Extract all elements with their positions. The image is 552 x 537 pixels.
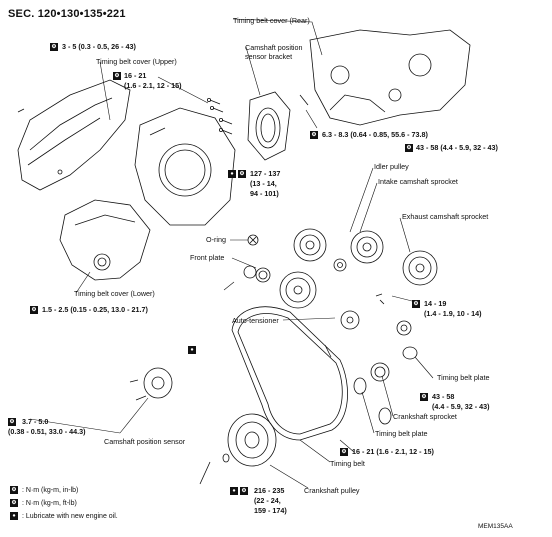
lubricate-icon: ● (188, 346, 196, 354)
label-torque-16-21-b: 16 - 21 (1.6 - 2.1, 12 - 15) (352, 447, 434, 456)
label-torque-3-7-5-0-2: (0.38 - 0.51, 33.0 - 44.3) (8, 427, 86, 436)
lubricate-icon: ● (230, 487, 238, 495)
legend-ftlb-text: : N·m (kg-m, ft-lb) (22, 500, 77, 507)
label-torque-6-3-8-3: 6.3 - 8.3 (0.64 - 0.85, 55.6 - 73.8) (322, 130, 428, 139)
label-torque-14-19-1: 14 - 19 (424, 299, 447, 308)
label-camshaft-sensor-bracket-2: sensor bracket (245, 52, 293, 61)
label-timing-belt-cover-upper: Timing belt cover (Upper) (96, 57, 177, 66)
label-torque-3-7-5-0-1: 3.7 - 5.0 (22, 417, 49, 426)
legend-row-ftlb: ⚙ : N·m (kg-m, ft-lb) (10, 499, 77, 508)
label-torque-1-5-2-5: 1.5 - 2.5 (0.15 - 0.25, 13.0 - 21.7) (42, 305, 148, 314)
torque-spec-icon: ⚙ (240, 487, 248, 495)
label-torque-16-21-a1: 16 - 21 (124, 71, 147, 80)
section-reference: SEC. 120•130•135•221 (8, 8, 126, 20)
legend-lubricate-text: : Lubricate with new engine oil. (22, 513, 118, 520)
label-torque-216-3: 159 - 174) (254, 506, 287, 515)
label-front-plate: Front plate (190, 253, 225, 262)
timing-belt-cover-upper-drawing (17, 79, 131, 191)
torque-spec-icon: ⚙ (238, 170, 246, 178)
torque-spec-icon: ⚙ (50, 43, 58, 51)
camshaft-position-sensor-drawing (129, 367, 173, 401)
label-torque-43-58-b2: (4.4 - 5.9, 32 - 43) (432, 402, 490, 411)
leader-lines (29, 18, 434, 489)
label-crankshaft-pulley: Crankshaft pulley (304, 486, 360, 495)
label-timing-belt: Timing belt (330, 459, 365, 468)
torque-spec-icon: ⚙ (8, 418, 16, 426)
label-torque-3-5: 3 - 5 (0.3 - 0.5, 26 - 43) (62, 42, 136, 51)
torque-ftlb-icon: ⚙ (10, 499, 18, 508)
label-torque-43-58-b1: 43 - 58 (432, 392, 455, 401)
label-camshaft-position-sensor: Camshaft position sensor (104, 437, 186, 446)
torque-spec-icon: ⚙ (310, 131, 318, 139)
lubricate-icon: ● (10, 512, 18, 521)
torque-spec-icon: ⚙ (420, 393, 428, 401)
legend-inlb-text: : N·m (kg-m, in-lb) (22, 487, 79, 494)
label-torque-43-58-a: 43 - 58 (4.4 - 5.9, 32 - 43) (416, 143, 498, 152)
label-idler-pulley: Idler pulley (374, 162, 409, 171)
legend-row-lubricate: ● : Lubricate with new engine oil. (10, 512, 118, 521)
o-ring-front-plate-drawing (243, 234, 271, 283)
camshaft-sensor-bracket-drawing (247, 91, 291, 161)
torque-spec-icon: ⚙ (30, 306, 38, 314)
torque-spec-icon: ⚙ (113, 72, 121, 80)
torque-spec-icon: ⚙ (412, 300, 420, 308)
torque-inlb-icon: ⚙ (10, 486, 18, 495)
label-crankshaft-sprocket: Crankshaft sprocket (393, 412, 457, 421)
label-o-ring: O-ring (206, 235, 226, 244)
label-torque-127-3: 94 - 101) (250, 189, 279, 198)
timing-belt-drawing (231, 306, 348, 441)
label-timing-belt-plate-1: Timing belt plate (437, 373, 490, 382)
label-torque-127-1: 127 - 137 (250, 169, 281, 178)
crank-side-parts-drawing (324, 293, 418, 425)
label-exhaust-camshaft-sprocket: Exhaust camshaft sprocket (402, 212, 489, 221)
label-torque-16-21-a2: (1.6 - 2.1, 12 - 15) (124, 81, 182, 90)
label-camshaft-sensor-bracket-1: Camshaft position (245, 43, 303, 52)
lubricate-icon: ● (228, 170, 236, 178)
label-auto-tensioner: Auto-tensioner (232, 316, 279, 325)
timing-belt-cover-middle-drawing (134, 107, 236, 226)
timing-belt-cover-lower-drawing (59, 199, 151, 281)
crankshaft-pulley-drawing (199, 413, 277, 485)
label-timing-belt-cover-lower: Timing belt cover (Lower) (74, 289, 155, 298)
sprockets-drawing (279, 228, 438, 330)
label-timing-belt-cover-rear: Timing belt cover (Rear) (233, 16, 310, 25)
label-torque-14-19-2: (1.4 - 1.9, 10 - 14) (424, 309, 482, 318)
diagram-code: MEM135AA (478, 523, 513, 530)
label-torque-127-2: (13 - 14, (250, 179, 277, 188)
torque-spec-icon: ⚙ (405, 144, 413, 152)
label-intake-camshaft-sprocket: Intake camshaft sprocket (378, 177, 458, 186)
label-torque-216-2: (22 - 24, (254, 496, 281, 505)
legend-row-inlb: ⚙ : N·m (kg-m, in-lb) (10, 486, 78, 495)
label-timing-belt-plate-2: Timing belt plate (375, 429, 428, 438)
timing-belt-cover-rear-drawing (309, 29, 471, 126)
label-torque-216-1: 216 - 235 (254, 486, 285, 495)
torque-spec-icon: ⚙ (340, 448, 348, 456)
upper-cover-bolts (17, 94, 309, 135)
